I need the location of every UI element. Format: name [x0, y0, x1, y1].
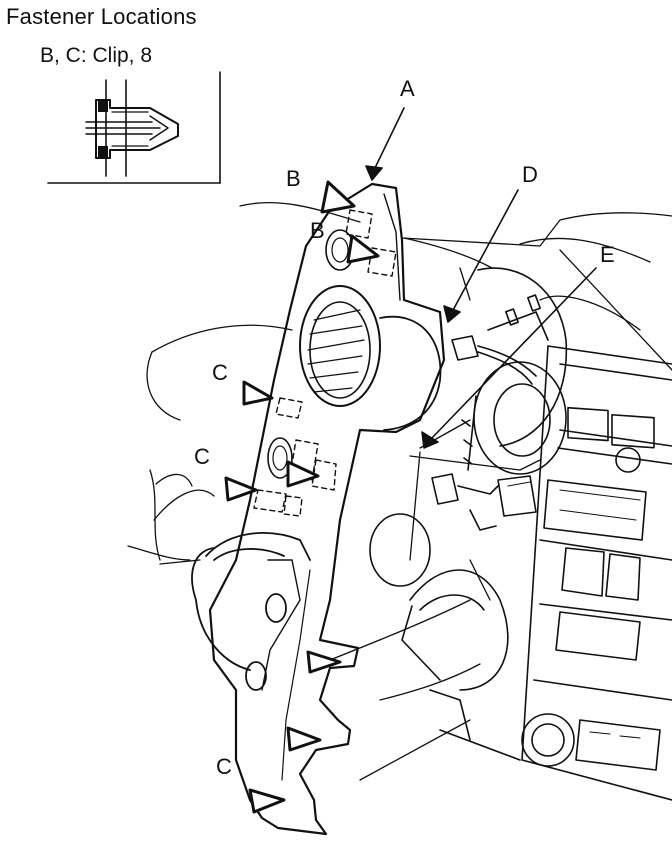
callout-b-top: B: [286, 166, 301, 191]
clip-icon: [85, 99, 179, 159]
right-vent: [461, 267, 568, 475]
center-vent: [369, 513, 521, 761]
center-console: [521, 345, 672, 801]
callout-e: E: [600, 242, 615, 267]
leader-lines: [365, 107, 597, 449]
callout-c-lower: C: [216, 754, 232, 779]
callout-b-inner: B: [310, 218, 325, 243]
clip-legend-label: B, C: Clip, 8: [40, 44, 153, 67]
dashboard-background: [127, 201, 672, 781]
callout-d: D: [522, 162, 538, 187]
panel-trim-a: [208, 182, 446, 836]
clip-markers: [224, 180, 380, 814]
connectors: [431, 335, 537, 531]
callout-c-mid: C: [194, 444, 210, 469]
page-title: Fastener Locations: [6, 4, 197, 29]
left-lower-vent: [191, 532, 311, 691]
clip-detail-inset: [47, 71, 221, 184]
middle-switch-hole: [267, 437, 293, 479]
callout-c-upper: C: [212, 360, 228, 385]
upper-vent: [299, 285, 442, 431]
callout-a: A: [400, 76, 415, 101]
